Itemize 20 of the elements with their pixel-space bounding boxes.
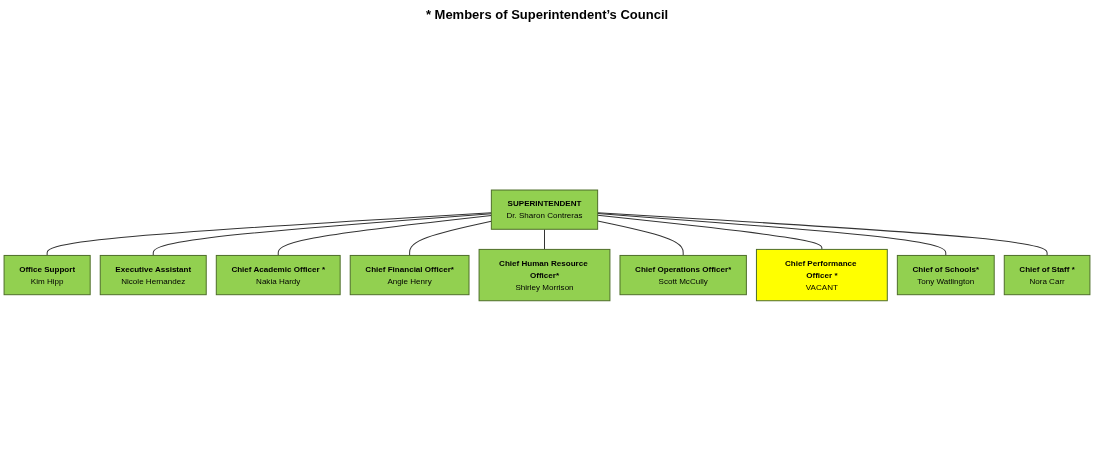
node-box: Executive Assistant Nicole Hernandez [99, 255, 207, 296]
connector [597, 212, 1048, 257]
node-box: Chief Financial Officer* Angie Henry [349, 255, 470, 296]
connector [597, 220, 684, 257]
node-box: Office Support Kim Hipp [3, 255, 91, 296]
node-box: Chief Human Resource Officer* Shirley Morrison [478, 249, 611, 302]
node-box: SUPERINTENDENT Dr. Sharon Contreras [490, 189, 599, 230]
node-box: Chief Academic Officer * Nakia Hardy [215, 255, 341, 296]
node-box: Chief Operations Officer* Scott McCully [619, 255, 747, 296]
connector [544, 228, 545, 251]
connector [597, 214, 823, 251]
connector [409, 220, 492, 257]
connector [277, 215, 492, 257]
node-box: Chief of Staff * Nora Carr [1003, 255, 1091, 296]
connector [152, 213, 492, 257]
connector [46, 212, 492, 257]
note-text: * Members of Superintendent’s Council [424, 6, 670, 24]
node-box: Chief Performance Officer * VACANT [755, 249, 888, 302]
node-box: Chief of Schools* Tony Watlington [896, 255, 995, 296]
connector [597, 213, 947, 257]
